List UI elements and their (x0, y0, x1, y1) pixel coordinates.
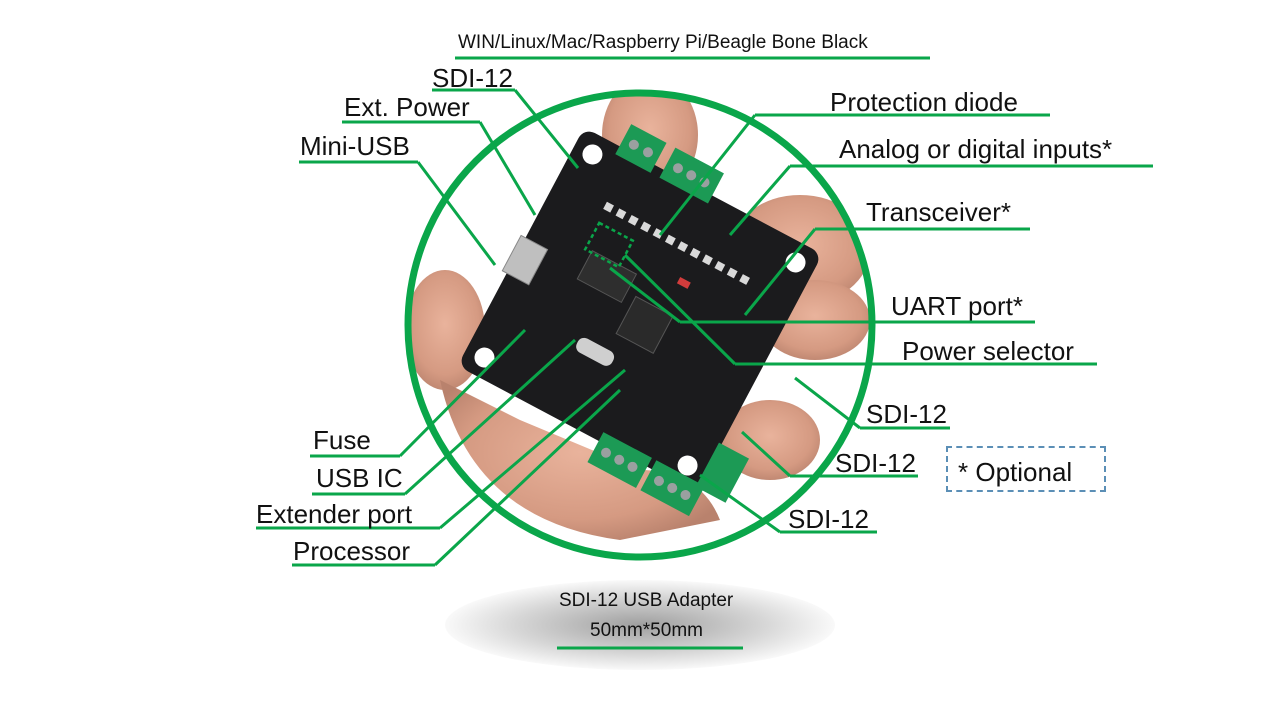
transceiver-label: Transceiver* (866, 197, 1011, 227)
protection-diode-label: Protection diode (830, 87, 1018, 117)
extender-port-label: Extender port (256, 499, 413, 529)
platform-support-label: WIN/Linux/Mac/Raspberry Pi/Beagle Bone B… (458, 32, 868, 53)
ext-power-label: Ext. Power (344, 92, 470, 122)
outline-circle (404, 89, 876, 561)
sdi12-right3-label: SDI-12 (788, 504, 869, 534)
usb-ic-label: USB IC (316, 463, 403, 493)
optional-note-box: * Optional (946, 446, 1106, 492)
sdi12-right1-label: SDI-12 (866, 399, 947, 429)
mini-usb-label: Mini-USB (300, 131, 410, 161)
processor-label: Processor (293, 536, 411, 566)
caption-size: 50mm*50mm (590, 620, 703, 641)
board-photo (408, 93, 872, 557)
analog-inputs-label: Analog or digital inputs* (839, 134, 1113, 164)
sdi12-top-label: SDI-12 (432, 63, 513, 93)
caption-title: SDI-12 USB Adapter (559, 590, 734, 611)
power-selector-label: Power selector (902, 336, 1074, 366)
label-leader-lines (256, 56, 1153, 650)
board-shadow (445, 580, 835, 670)
uart-port-label: UART port* (891, 291, 1023, 321)
fuse-label: Fuse (313, 425, 371, 455)
sdi12-right2-label: SDI-12 (835, 448, 916, 478)
optional-note-text: * Optional (958, 457, 1073, 487)
